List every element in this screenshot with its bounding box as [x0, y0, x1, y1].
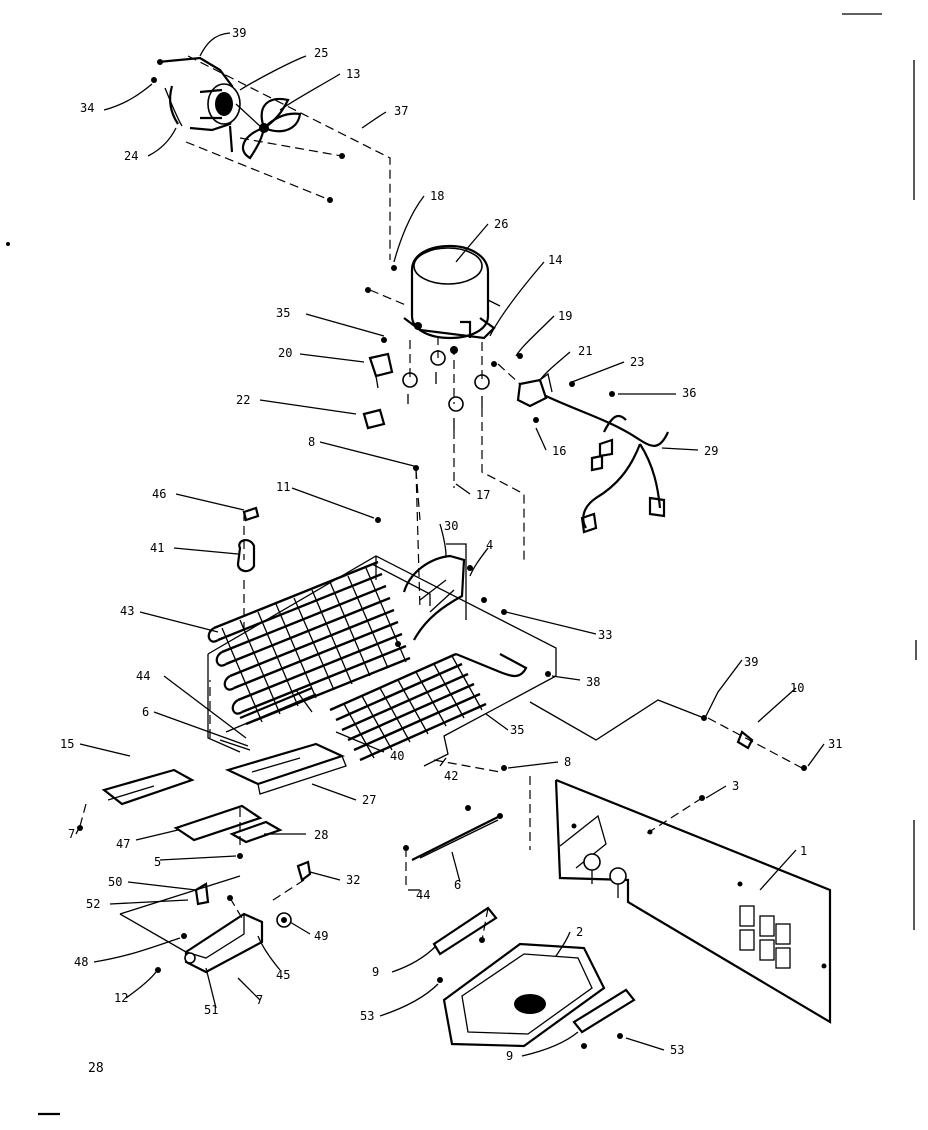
callout: 38 — [586, 675, 600, 689]
callout: 9 — [506, 1049, 513, 1063]
callout: 28 — [314, 828, 328, 842]
callout: 6 — [142, 705, 149, 719]
callout: 45 — [276, 968, 290, 982]
callout: 32 — [346, 873, 360, 887]
callout: 40 — [390, 749, 404, 763]
callout: 12 — [114, 991, 128, 1005]
page-number: 28 — [88, 1061, 104, 1076]
callout: 5 — [154, 855, 161, 869]
callout: 18 — [430, 189, 444, 203]
rear-panel — [554, 778, 832, 1024]
callout: 26 — [494, 217, 508, 231]
callout: 50 — [108, 875, 122, 889]
callout: 39 — [744, 655, 758, 669]
right-fasteners — [529, 699, 807, 771]
callout: 1 — [800, 844, 807, 858]
callout: 2 — [576, 925, 583, 939]
drain-pan — [432, 906, 636, 1049]
evaporator-coil — [329, 652, 528, 762]
callout: 39 — [232, 26, 246, 40]
callout: 20 — [278, 346, 292, 360]
callout: 15 — [60, 737, 74, 751]
callout: 51 — [204, 1003, 218, 1017]
callout: 29 — [704, 444, 718, 458]
callout: 25 — [314, 46, 328, 60]
callout: 23 — [630, 355, 644, 369]
callout: 3 — [732, 779, 739, 793]
callout: 47 — [116, 837, 130, 851]
callout: 43 — [120, 604, 134, 618]
callout: 10 — [790, 681, 804, 695]
callout: 14 — [548, 253, 562, 267]
callout: 13 — [346, 67, 360, 81]
callout: 37 — [394, 104, 408, 118]
callout: 53 — [670, 1043, 684, 1057]
base-pan-and-coils — [207, 465, 557, 773]
callout: 41 — [150, 541, 164, 555]
callout: 31 — [828, 737, 842, 751]
leader-lines — [38, 32, 825, 1116]
timer-bracket — [119, 853, 312, 974]
callout: 8 — [308, 435, 315, 449]
callout-labels: 39 25 13 34 37 24 18 26 14 35 19 21 23 2… — [60, 26, 842, 1076]
callout: 21 — [578, 344, 592, 358]
callout: 24 — [124, 149, 138, 163]
callout: 35 — [510, 723, 524, 737]
callout: 36 — [682, 386, 696, 400]
callout: 53 — [360, 1009, 374, 1023]
compressor — [365, 244, 501, 354]
callout: 27 — [362, 793, 376, 807]
relay-and-grommets — [362, 336, 525, 611]
callout: 30 — [444, 519, 458, 533]
condenser-coil — [207, 560, 411, 726]
callout: 7 — [256, 993, 263, 1007]
fan-motor-assembly — [151, 55, 391, 260]
callout: 19 — [558, 309, 572, 323]
callout: 46 — [152, 487, 166, 501]
callout: 34 — [80, 101, 94, 115]
wiring-harness — [491, 353, 670, 534]
callout: 52 — [86, 897, 100, 911]
callout: 17 — [476, 488, 490, 502]
callout: 49 — [314, 929, 328, 943]
callout: 7 — [68, 827, 75, 841]
drain-heater-parts — [77, 739, 531, 890]
callout: 16 — [552, 444, 566, 458]
clips-and-thermostat — [236, 506, 260, 573]
callout: 42 — [444, 769, 458, 783]
callout: 35 — [276, 306, 290, 320]
callout: 8 — [564, 755, 571, 769]
scan-artifacts — [6, 13, 917, 930]
callout: 6 — [454, 878, 461, 892]
callout: 11 — [276, 480, 290, 494]
callout: 44 — [136, 669, 150, 683]
callout: 22 — [236, 393, 250, 407]
callout: 44 — [416, 888, 430, 902]
callout: 48 — [74, 955, 88, 969]
callout: 4 — [486, 538, 493, 552]
callout: 33 — [598, 628, 612, 642]
callout: 9 — [372, 965, 379, 979]
